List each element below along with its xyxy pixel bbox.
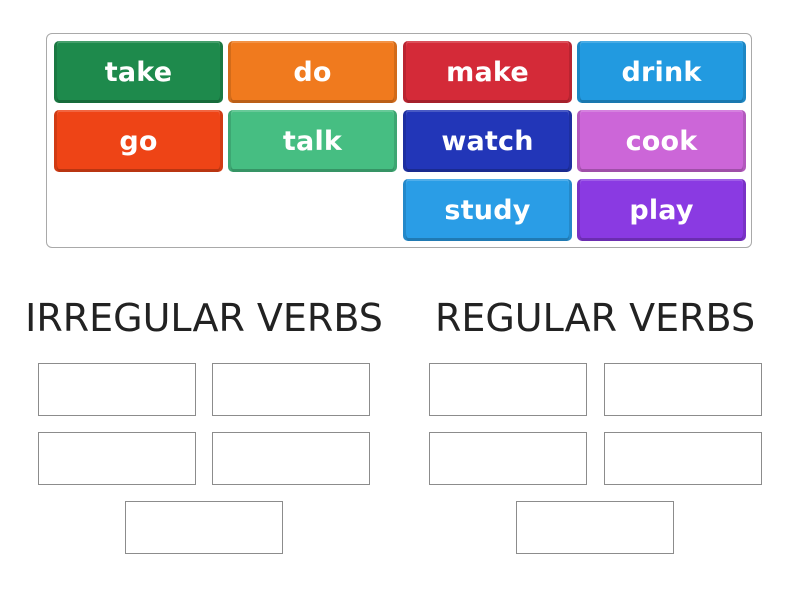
word-tile-play[interactable]: play [577, 179, 746, 241]
drop-slot-irregular-4[interactable] [212, 432, 370, 485]
drop-slot-irregular-5[interactable] [125, 501, 283, 554]
drop-slot-irregular-3[interactable] [38, 432, 196, 485]
drop-slot-regular-5[interactable] [516, 501, 674, 554]
word-tile-drink[interactable]: drink [577, 41, 746, 103]
group-title-irregular: IRREGULAR VERBS [25, 296, 383, 340]
drop-slot-irregular-1[interactable] [38, 363, 196, 416]
word-tile-cook[interactable]: cook [577, 110, 746, 172]
word-tile-make[interactable]: make [403, 41, 572, 103]
drop-slot-regular-3[interactable] [429, 432, 587, 485]
drop-slot-irregular-2[interactable] [212, 363, 370, 416]
word-tile-take[interactable]: take [54, 41, 223, 103]
word-tile-do[interactable]: do [228, 41, 397, 103]
drop-slot-regular-1[interactable] [429, 363, 587, 416]
word-tile-watch[interactable]: watch [403, 110, 572, 172]
word-tile-talk[interactable]: talk [228, 110, 397, 172]
word-tile-study[interactable]: study [403, 179, 572, 241]
word-tile-go[interactable]: go [54, 110, 223, 172]
drop-slot-regular-4[interactable] [604, 432, 762, 485]
drop-slot-regular-2[interactable] [604, 363, 762, 416]
group-title-regular: REGULAR VERBS [434, 296, 756, 340]
